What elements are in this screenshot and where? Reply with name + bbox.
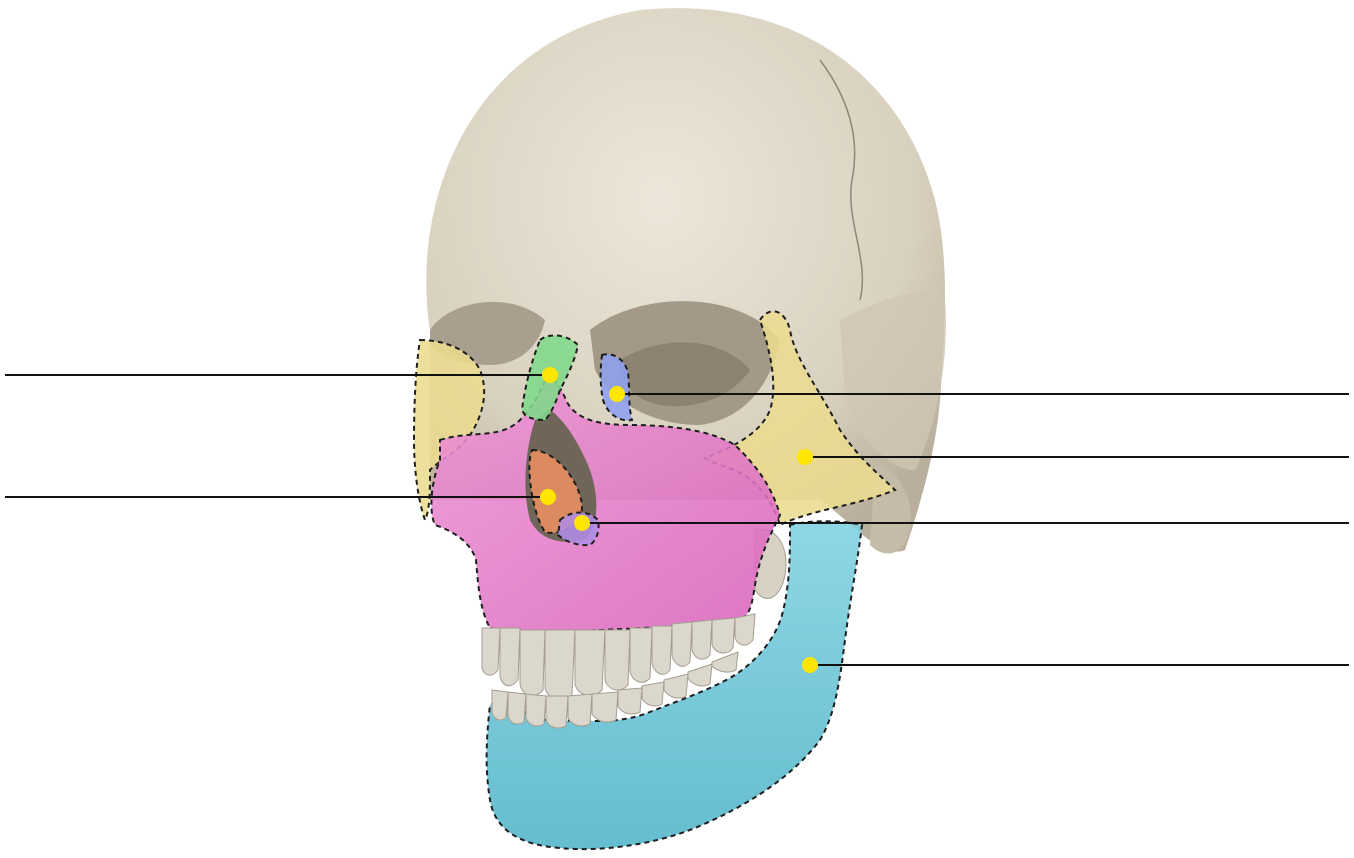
upper-tooth bbox=[520, 630, 545, 696]
lower-tooth bbox=[642, 682, 664, 706]
upper-tooth bbox=[482, 628, 500, 675]
marker-lacrimal[interactable] bbox=[609, 386, 625, 402]
marker-vomer[interactable] bbox=[574, 515, 590, 531]
lower-tooth bbox=[664, 674, 688, 698]
marker-nasal[interactable] bbox=[542, 367, 558, 383]
lower-tooth bbox=[492, 690, 508, 720]
marker-inferior-nasal-concha[interactable] bbox=[540, 489, 556, 505]
marker-zygomatic[interactable] bbox=[797, 449, 813, 465]
upper-tooth bbox=[735, 614, 755, 645]
lower-tooth bbox=[592, 692, 618, 722]
lower-tooth bbox=[568, 694, 592, 726]
upper-tooth bbox=[672, 622, 692, 666]
upper-tooth bbox=[545, 630, 575, 700]
upper-tooth bbox=[500, 628, 520, 686]
lower-tooth bbox=[546, 696, 568, 728]
lower-tooth bbox=[688, 664, 712, 686]
upper-tooth bbox=[652, 626, 672, 674]
lower-tooth bbox=[618, 688, 642, 714]
lower-tooth bbox=[508, 692, 526, 724]
lower-tooth bbox=[526, 694, 546, 726]
upper-tooth bbox=[605, 630, 630, 690]
upper-tooth bbox=[630, 628, 652, 682]
marker-mandible[interactable] bbox=[802, 657, 818, 673]
upper-tooth bbox=[712, 618, 735, 653]
upper-tooth bbox=[575, 630, 605, 696]
lower-tooth bbox=[712, 652, 738, 672]
upper-tooth bbox=[692, 620, 712, 659]
